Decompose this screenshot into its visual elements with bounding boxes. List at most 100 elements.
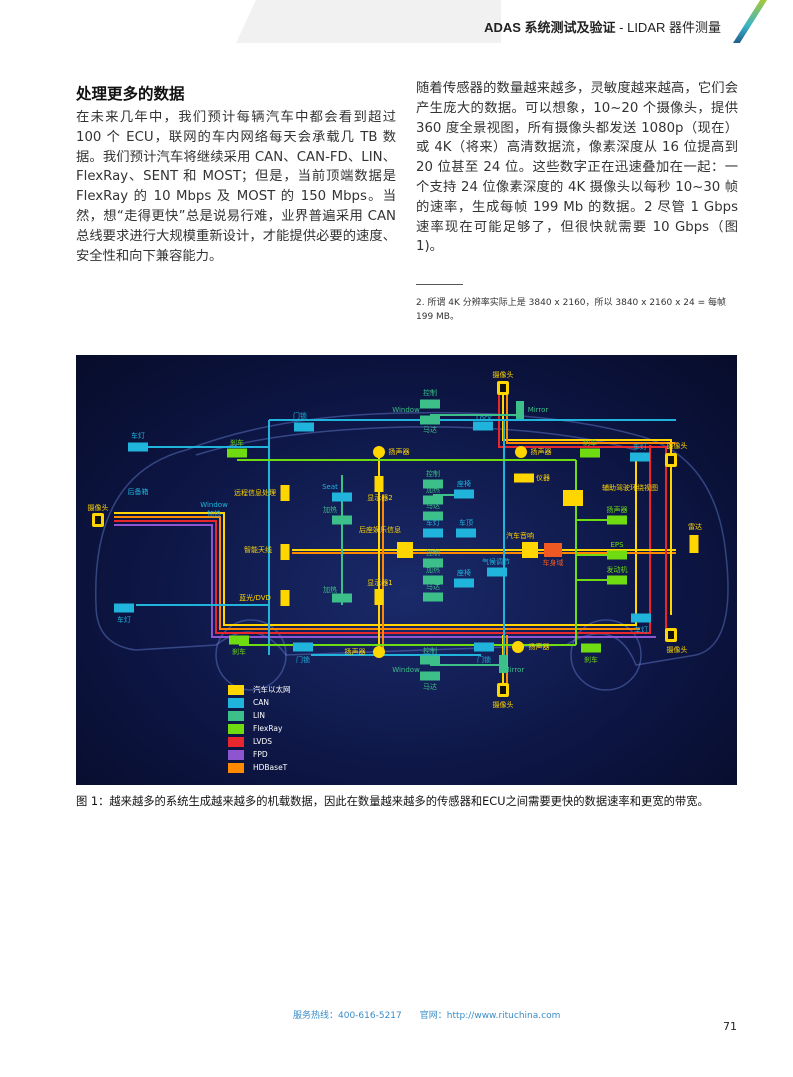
node-label: 摄像头 — [492, 701, 514, 709]
ecu-node — [487, 567, 507, 577]
ecu-node — [514, 473, 534, 483]
node-label: 摄像头 — [492, 371, 514, 379]
camera-node — [665, 628, 677, 642]
node-label: 显示器2 — [367, 494, 393, 502]
legend-label: LIN — [253, 711, 266, 720]
node-label: 马达 — [423, 426, 437, 434]
page-number: 71 — [723, 1020, 737, 1033]
ecu-node — [581, 643, 601, 653]
ecu-node — [423, 558, 443, 568]
running-header: ADAS 系统测试及验证 - LIDAR 器件测量 — [484, 17, 721, 36]
node-label: 雷达 — [688, 523, 702, 531]
ecu-node — [128, 442, 148, 452]
legend-item: LIN — [228, 709, 291, 722]
footer-website[interactable]: 官网：http://www.rituchina.com — [419, 1011, 561, 1021]
diagram-label: Window — [392, 666, 420, 674]
node-label: 加热 — [426, 486, 440, 494]
section-heading: 处理更多的数据 — [76, 85, 185, 103]
footer-hotline: 服务热线：400-616-5217 — [293, 1011, 402, 1021]
node-label: 摄像头 — [87, 504, 109, 512]
header-band — [236, 0, 501, 43]
node-label: 辅助驾驶环绕视图 — [602, 484, 658, 492]
legend-label: HDBaseT — [253, 763, 288, 772]
node-label: 车灯 — [426, 519, 440, 527]
right-paragraph: 随着传感器的数量越来越多，灵敏度越来越高，它们会产生庞大的数据。可以想象，10~… — [416, 81, 738, 255]
ecu-node — [420, 671, 440, 681]
diagram-label: 加热 — [207, 510, 221, 518]
camera-node — [497, 683, 509, 697]
ecu-node — [423, 495, 443, 505]
ecu-node — [454, 489, 474, 499]
ecu-node — [563, 490, 583, 506]
legend-swatch — [228, 723, 244, 734]
node-label: 门锁 — [477, 656, 491, 664]
node-label: 座椅 — [457, 569, 471, 577]
ecu-node — [420, 399, 440, 409]
diagram-label: 后备箱 — [127, 488, 149, 496]
node-label: 控制 — [426, 549, 440, 557]
ecu-node — [397, 542, 413, 558]
footer-contact: 服务热线：400-616-5217 官网：http://www.rituchina… — [293, 1008, 578, 1021]
node-label: 气候调节 — [482, 558, 510, 566]
legend-item: LVDS — [228, 735, 291, 748]
node-label: Mirror — [527, 406, 549, 414]
node-label: 扬声器 — [606, 506, 628, 514]
node-label: 车身域 — [542, 559, 564, 567]
node-label: Mirror — [503, 666, 525, 674]
ecu-node — [280, 544, 290, 560]
node-label: 刹车 — [583, 439, 597, 447]
ecu-node — [454, 578, 474, 588]
speaker-node — [512, 641, 524, 653]
node-label: 马达 — [426, 502, 440, 510]
left-paragraph: 在未来几年中，我们预计每辆汽车中都会看到超过 100 个 ECU，联网的车内网络… — [76, 110, 396, 264]
ecu-node — [473, 421, 493, 431]
diagram-wires — [95, 395, 729, 695]
speaker-node — [515, 446, 527, 458]
ecu-node — [332, 515, 352, 525]
camera-node — [92, 513, 104, 527]
node-label: 刹车 — [584, 656, 598, 664]
camera-node — [665, 453, 677, 467]
legend-item: FlexRay — [228, 722, 291, 735]
node-label: 显示器1 — [367, 579, 393, 587]
node-label: 加热 — [426, 566, 440, 574]
legend-swatch — [228, 684, 244, 695]
legend-item: 汽车以太网 — [228, 683, 291, 696]
legend-swatch — [228, 710, 244, 721]
footnote: 2. 所谓 4K 分辨率实际上是 3840 x 2160，所以 3840 x 2… — [416, 298, 726, 322]
node-label: 发动机 — [606, 566, 628, 574]
ecu-node — [293, 642, 313, 652]
node-label: 刹车 — [230, 439, 244, 447]
node-label: 控制 — [423, 647, 437, 655]
ecu-node — [423, 592, 443, 602]
legend-label: LVDS — [253, 737, 273, 746]
node-label: 后座娱乐信息 — [359, 526, 401, 534]
node-label: 控制 — [423, 389, 437, 397]
legend-item: CAN — [228, 696, 291, 709]
legend-label: FPD — [253, 750, 268, 759]
legend-item: HDBaseT — [228, 761, 291, 774]
node-label: 车灯 — [634, 626, 648, 634]
node-label: 马达 — [423, 683, 437, 691]
header-title-rest: - LIDAR 器件测量 — [615, 20, 721, 35]
node-label: 扬声器 — [528, 643, 550, 651]
footnote-divider — [416, 284, 463, 285]
node-label: 车灯 — [633, 443, 647, 451]
ecu-node — [423, 528, 443, 538]
node-label: 仪器 — [536, 474, 550, 482]
node-label: 座椅 — [457, 480, 471, 488]
node-label: 加热 — [323, 506, 337, 514]
ecu-node — [423, 511, 443, 521]
ecu-node — [474, 642, 494, 652]
ecu-node — [280, 485, 290, 501]
ecu-node — [689, 535, 699, 553]
ecu-node — [456, 528, 476, 538]
ecu-node — [114, 603, 134, 613]
ecu-node — [420, 415, 440, 425]
ecu-node — [607, 575, 627, 585]
node-label: 远程信息处理 — [234, 489, 276, 497]
node-label: 车灯 — [117, 616, 131, 624]
ecu-node — [374, 476, 384, 492]
